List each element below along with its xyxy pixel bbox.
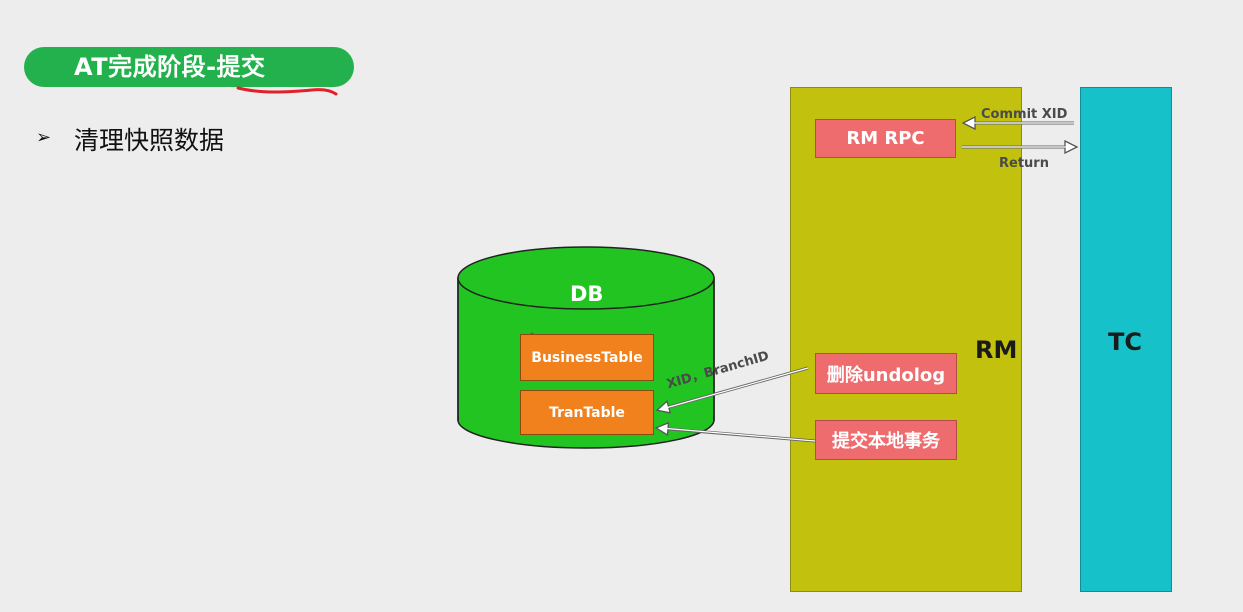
handwritten-underline: [236, 86, 338, 96]
title-pill: [24, 47, 354, 87]
business-table: BusinessTable: [520, 334, 654, 381]
tran-table: TranTable: [520, 390, 654, 435]
tc-label: TC: [1108, 328, 1142, 356]
rm-rpc-box: RM RPC: [815, 119, 956, 158]
rm-label: RM: [975, 336, 1018, 364]
delete-undolog-box: 删除undolog: [815, 353, 957, 394]
tc-column: [1080, 87, 1172, 592]
rm-column: [790, 87, 1022, 592]
commit-xid-label: Commit XID: [981, 107, 1068, 122]
page-title: AT完成阶段-提交: [74, 53, 266, 81]
bullet-arrow-icon: ➢: [36, 127, 52, 148]
return-label: Return: [999, 156, 1049, 171]
db-label: DB: [570, 282, 604, 306]
bullet-item: 清理快照数据: [74, 126, 225, 155]
commit-local-transaction-box: 提交本地事务: [815, 420, 957, 460]
